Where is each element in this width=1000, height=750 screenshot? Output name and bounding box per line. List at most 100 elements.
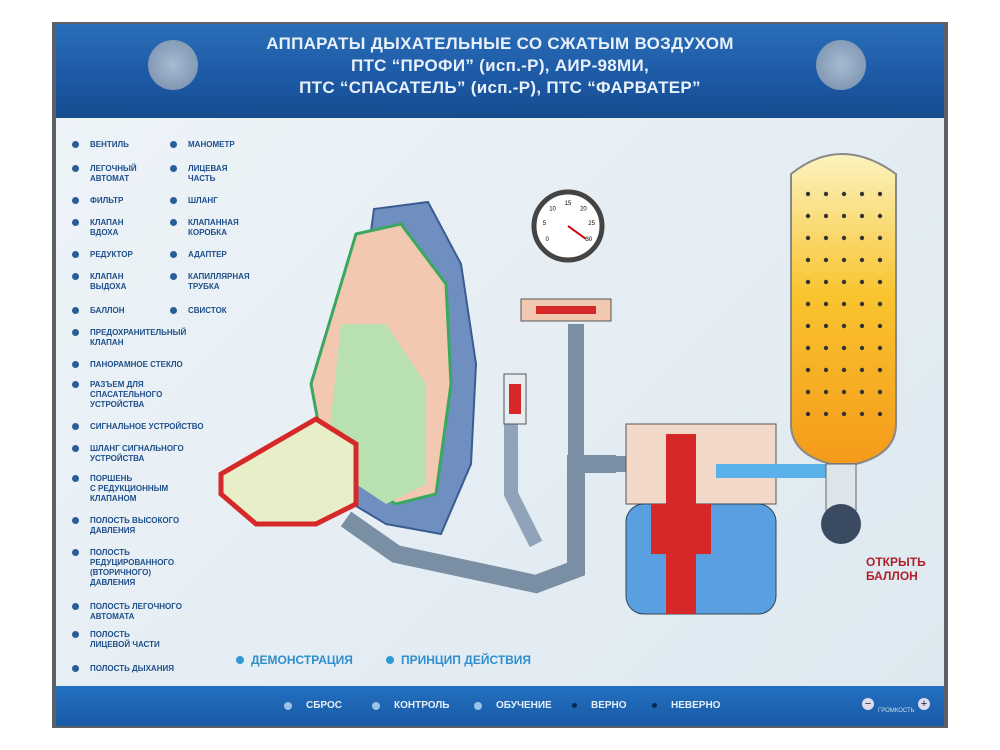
air-dot: [823, 367, 829, 373]
speaker-left-icon: [148, 40, 198, 90]
air-dot: [877, 279, 883, 285]
control-button[interactable]: КОНТРОЛЬ: [372, 700, 449, 711]
legend-item-9[interactable]: РАЗЪЕМ ДЛЯ СПАСАТЕЛЬНОГО УСТРОЙСТВА: [72, 380, 162, 410]
gauge-tick-label: 15: [565, 201, 572, 207]
gauge-tick-label: 10: [549, 207, 556, 213]
high-pressure-channel: [716, 464, 826, 478]
hose-gauge: [568, 324, 646, 472]
volume-down-button[interactable]: −: [862, 698, 874, 710]
gauge-tick-label: 30: [585, 237, 592, 243]
legend-item-right-3[interactable]: КЛАПАННАЯ КОРОБКА: [170, 218, 239, 238]
training-button[interactable]: ОБУЧЕНИЕ: [474, 700, 552, 711]
air-dot: [859, 411, 865, 417]
legend-item-right-5[interactable]: КАПИЛЛЯРНАЯ ТРУБКА: [170, 272, 250, 292]
principle-mode-button[interactable]: ПРИНЦИП ДЕЙСТВИЯ: [386, 653, 531, 667]
air-dot: [859, 389, 865, 395]
air-dot: [841, 191, 847, 197]
legend-item-4[interactable]: РЕДУКТОР: [72, 250, 133, 260]
legend-item-14[interactable]: ПОЛОСТЬ РЕДУЦИРОВАННОГО (ВТОРИЧНОГО) ДАВ…: [72, 548, 174, 588]
legend-item-right-6[interactable]: СВИСТОК: [170, 306, 227, 316]
air-dot: [805, 345, 811, 351]
legend-bullet-icon: [72, 381, 79, 388]
legend-item-16[interactable]: ПОЛОСТЬ ЛИЦЕВОЙ ЧАСТИ: [72, 630, 160, 650]
volume-up-button[interactable]: +: [918, 698, 930, 710]
air-dot: [859, 367, 865, 373]
air-dot: [841, 213, 847, 219]
air-dot: [805, 301, 811, 307]
legend-bullet-icon: [72, 219, 79, 226]
air-dot: [823, 213, 829, 219]
legend-bullet-icon: [170, 251, 177, 258]
legend-bullet-icon: [170, 219, 177, 226]
air-dot: [859, 213, 865, 219]
gauge-tick-label: 20: [580, 207, 587, 213]
air-dot: [841, 345, 847, 351]
panel-surface: АППАРАТЫ ДЫХАТЕЛЬНЫЕ СО СЖАТЫМ ВОЗДУХОМ …: [56, 24, 944, 726]
legend-item-right-1[interactable]: ЛИЦЕВАЯ ЧАСТЬ: [170, 164, 227, 184]
air-dot: [805, 257, 811, 263]
air-dot: [805, 411, 811, 417]
air-dot: [841, 235, 847, 241]
air-dot: [877, 323, 883, 329]
legend-bullet-icon: [72, 361, 79, 368]
legend-item-6[interactable]: БАЛЛОН: [72, 306, 125, 316]
legend-item-11[interactable]: ШЛАНГ СИГНАЛЬНОГО УСТРОЙСТВА: [72, 444, 184, 464]
air-dot: [805, 235, 811, 241]
legend-bullet-icon: [170, 141, 177, 148]
air-dot: [877, 367, 883, 373]
air-dot: [805, 367, 811, 373]
air-dot: [877, 345, 883, 351]
demo-mode-button[interactable]: ДЕМОНСТРАЦИЯ: [236, 653, 353, 667]
open-cylinder-button[interactable]: ОТКРЫТЬ БАЛЛОН: [866, 555, 926, 583]
air-dot: [841, 389, 847, 395]
legend-item-right-4[interactable]: АДАПТЕР: [170, 250, 227, 260]
legend-bullet-icon: [72, 445, 79, 452]
gauge-tick-label: 25: [588, 221, 595, 227]
air-dot: [859, 191, 865, 197]
footer-controls: СБРОС КОНТРОЛЬ ОБУЧЕНИЕ ВЕРНО НЕВЕРНО − …: [56, 686, 944, 726]
legend-bullet-icon: [72, 423, 79, 430]
air-dot: [877, 411, 883, 417]
legend-item-1[interactable]: ЛЕГОЧНЫЙ АВТОМАТ: [72, 164, 137, 184]
correct-indicator: ВЕРНО: [572, 700, 627, 711]
legend-item-0[interactable]: ВЕНТИЛЬ: [72, 140, 129, 150]
air-dot: [841, 411, 847, 417]
air-dot: [805, 389, 811, 395]
legend-item-15[interactable]: ПОЛОСТЬ ЛЕГОЧНОГО АВТОМАТА: [72, 602, 182, 622]
header: АППАРАТЫ ДЫХАТЕЛЬНЫЕ СО СЖАТЫМ ВОЗДУХОМ …: [56, 24, 944, 118]
legend-item-right-0[interactable]: МАНОМЕТР: [170, 140, 235, 150]
legend-item-10[interactable]: СИГНАЛЬНОЕ УСТРОЙСТВО: [72, 422, 204, 432]
principle-indicator-icon: [386, 656, 394, 664]
legend-item-5[interactable]: КЛАПАН ВЫДОХА: [72, 272, 126, 292]
air-dot: [859, 257, 865, 263]
air-dot: [859, 345, 865, 351]
gauge-tick-label: 0: [546, 237, 550, 243]
air-dot: [877, 191, 883, 197]
reset-button[interactable]: СБРОС: [284, 700, 342, 711]
air-dot: [859, 235, 865, 241]
air-dot: [841, 257, 847, 263]
legend-item-12[interactable]: ПОРШЕНЬ С РЕДУКЦИОННЫМ КЛАПАНОМ: [72, 474, 168, 504]
air-dot: [823, 323, 829, 329]
air-dot: [877, 389, 883, 395]
legend-item-13[interactable]: ПОЛОСТЬ ВЫСОКОГО ДАВЛЕНИЯ: [72, 516, 179, 536]
legend-item-7[interactable]: ПРЕДОХРАНИТЕЛЬНЫЙ КЛАПАН: [72, 328, 186, 348]
air-dot: [859, 301, 865, 307]
legend-item-17[interactable]: ПОЛОСТЬ ДЫХАНИЯ: [72, 664, 174, 674]
legend-item-3[interactable]: КЛАПАН ВДОХА: [72, 218, 123, 238]
legend-item-8[interactable]: ПАНОРАМНОЕ СТЕКЛО: [72, 360, 183, 370]
air-dot: [823, 257, 829, 263]
demo-indicator-icon: [236, 656, 244, 664]
air-dot: [823, 279, 829, 285]
legend-item-2[interactable]: ФИЛЬТР: [72, 196, 123, 206]
air-dot: [877, 213, 883, 219]
legend-bullet-icon: [72, 141, 79, 148]
speaker-right-icon: [816, 40, 866, 90]
air-dot: [841, 279, 847, 285]
legend-bullet-icon: [72, 197, 79, 204]
air-dot: [805, 191, 811, 197]
legend-item-right-2[interactable]: ШЛАНГ: [170, 196, 218, 206]
legend-bullet-icon: [72, 329, 79, 336]
legend-bullet-icon: [72, 665, 79, 672]
